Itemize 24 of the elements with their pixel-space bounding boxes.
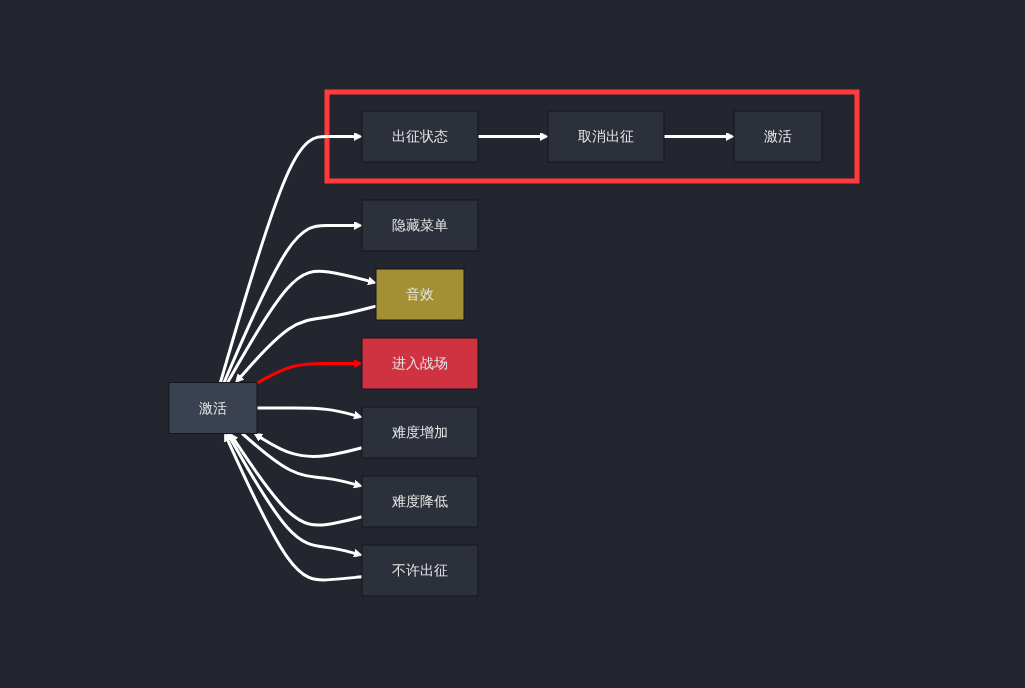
arrow: [222, 221, 362, 384]
node-box: 不许出征: [361, 544, 478, 597]
node-box: 进入战场: [361, 337, 478, 390]
node-box: 隐藏菜单: [361, 199, 478, 252]
cluster: [324, 89, 859, 184]
arrow: [225, 269, 376, 384]
arrow: [229, 433, 362, 527]
node-box: 难度降低: [361, 475, 478, 528]
node-box: 激活: [733, 110, 822, 163]
arrow: [253, 433, 362, 458]
arrow: [234, 304, 376, 383]
arrow: [256, 406, 362, 420]
node-box: 取消出征: [547, 110, 664, 163]
arrow: [240, 432, 362, 489]
arrow: [218, 132, 362, 383]
arrow: [255, 359, 362, 385]
node-box: 出征状态: [361, 110, 478, 163]
node-box: 难度增加: [361, 406, 478, 459]
arrow: [477, 132, 548, 141]
node-box: 音效: [375, 268, 464, 321]
node-box: 激活: [168, 382, 257, 434]
arrow: [663, 132, 734, 141]
arrow: [225, 432, 362, 558]
arrow: [223, 433, 362, 582]
